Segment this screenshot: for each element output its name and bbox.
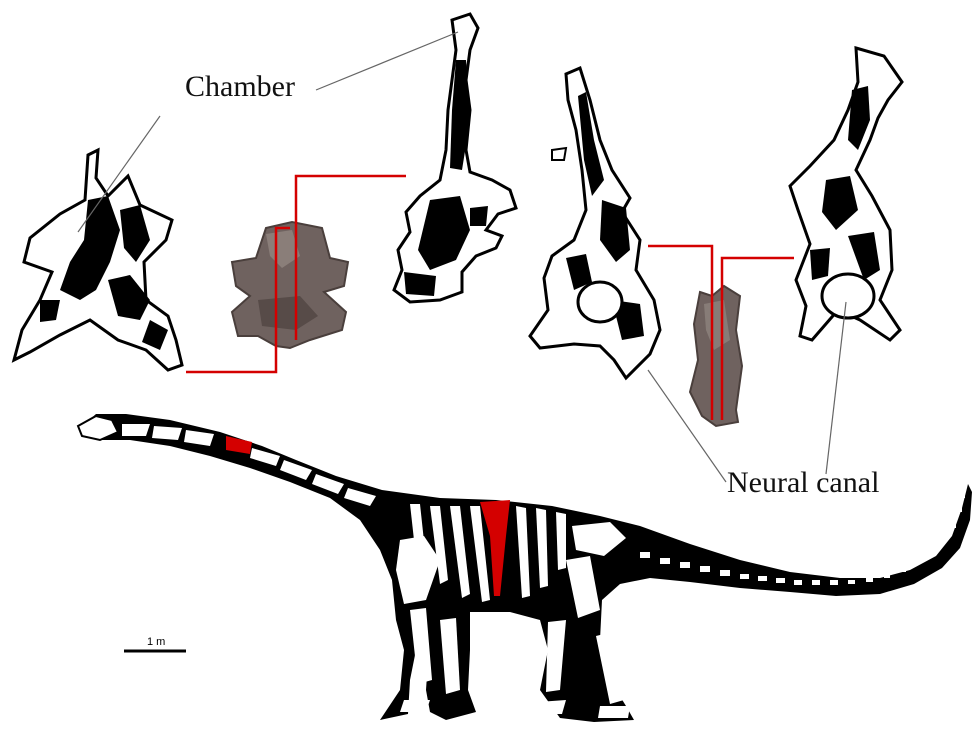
neural-canal-label: Neural canal <box>727 466 879 500</box>
neural-leader-right <box>826 302 846 474</box>
vertebra-photo-posterior-icon <box>690 286 742 426</box>
chamber-label: Chamber <box>185 70 295 104</box>
vertebra-section-anterior-left-icon <box>14 150 182 370</box>
vertebra-section-posterior-left-icon <box>530 68 660 378</box>
vertebra-photo-anterior-icon <box>232 222 348 348</box>
neural-canal-anterior <box>578 282 622 322</box>
scale-bar-label: 1 m <box>147 636 165 648</box>
sauropod-skeleton-silhouette-icon <box>78 414 972 722</box>
vertebra-section-anterior-right-icon <box>394 14 516 302</box>
neural-canal-posterior <box>822 274 874 318</box>
chamber-leader-right <box>316 32 458 90</box>
vertebra-section-posterior-right-icon <box>790 48 902 340</box>
